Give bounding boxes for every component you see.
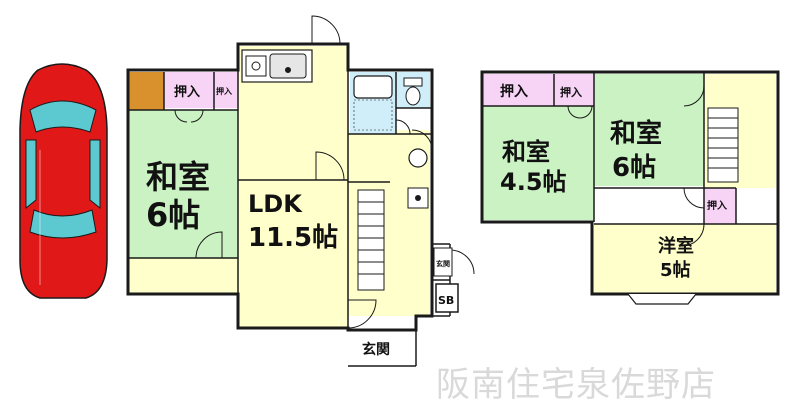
ldk-name: LDK xyxy=(248,190,303,218)
sb-label: SB xyxy=(438,294,454,307)
oshiire-5-label: 押入 xyxy=(707,199,727,212)
yoshitsu-name: 洋室 xyxy=(658,235,694,257)
washitsu-right-size: 6帖 xyxy=(612,153,656,183)
oshiire-2-label: 押入 xyxy=(216,86,232,96)
ldk-size: 11.5帖 xyxy=(248,223,338,253)
yoshitsu-size: 5帖 xyxy=(660,259,691,281)
washitsu-left-size: 6帖 xyxy=(146,196,200,234)
oshiire-1-label: 押入 xyxy=(174,84,200,100)
genkan-area xyxy=(348,330,416,366)
oshiire-4-area xyxy=(554,74,594,106)
oshiire-3-area xyxy=(482,74,554,106)
washitsu-left-name: 和室 xyxy=(146,158,210,196)
stairs-2f-icon xyxy=(707,107,739,183)
washitsu-mid-size: 4.5帖 xyxy=(500,168,567,196)
washbasin-icon xyxy=(407,148,429,209)
oshiire-3-label: 押入 xyxy=(500,83,528,100)
bathtub-icon xyxy=(353,75,393,131)
washitsu-mid-area xyxy=(482,106,594,220)
oshiire-1-area xyxy=(164,72,214,108)
washitsu-right-name: 和室 xyxy=(610,118,662,149)
first-floor xyxy=(126,15,475,367)
washitsu-right-area xyxy=(594,74,704,186)
genkan-label: 玄関 xyxy=(362,341,390,358)
toilet-icon xyxy=(403,77,423,106)
tokonoma xyxy=(128,72,164,110)
watermark: 阪南住宅泉佐野店 xyxy=(436,365,716,405)
genkan-small-label: 玄関 xyxy=(436,259,450,268)
second-floor xyxy=(480,70,780,305)
engawa-area xyxy=(128,258,238,294)
kitchen-sink-icon xyxy=(241,49,313,83)
oshiire-5-area xyxy=(704,188,736,224)
oshiire-4-label: 押入 xyxy=(560,85,582,99)
ldk-area xyxy=(238,46,348,328)
car-icon xyxy=(19,63,108,299)
yoshitsu-area xyxy=(594,224,776,294)
stairs-icon xyxy=(357,189,385,291)
oshiire-2-area xyxy=(214,72,238,108)
washitsu-mid-name: 和室 xyxy=(502,138,550,166)
washitsu-left-area xyxy=(128,110,238,258)
